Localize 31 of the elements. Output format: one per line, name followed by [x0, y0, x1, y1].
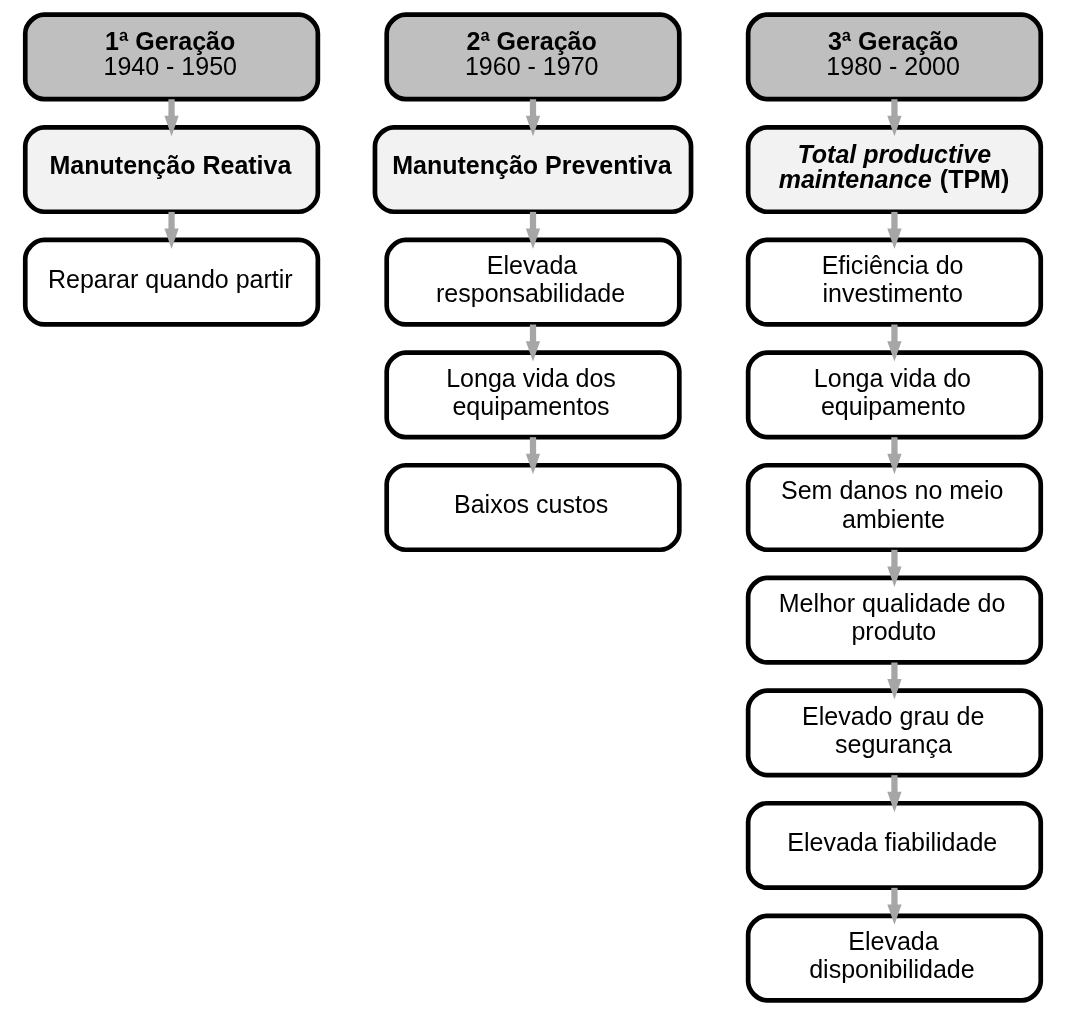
- node-box: Elevada disponibilidade: [745, 913, 1044, 1003]
- arrow: [164, 99, 179, 137]
- node-box: Longa vida do equipamento: [745, 350, 1044, 440]
- node-box: 2ª Geração 1960 - 1970: [384, 12, 682, 102]
- node-box: Reparar quando partir: [22, 237, 321, 327]
- node-box: Melhor qualidade do produto: [745, 575, 1044, 665]
- arrow: [525, 324, 541, 362]
- node-box: Longa vida dos equipamentos: [384, 350, 682, 440]
- node-box: 3ª Geração 1980 - 2000: [745, 12, 1044, 102]
- arrow: [887, 775, 902, 813]
- node-box: Manutenção Reativa: [22, 124, 321, 215]
- node-box: Total productive maintenance (TPM): [745, 124, 1044, 215]
- node-box: Eficiência do investimento: [745, 237, 1044, 327]
- arrow: [887, 99, 902, 137]
- node-box: Baixos custos: [384, 462, 682, 553]
- arrow: [887, 211, 902, 249]
- node-box: Sem danos no meio ambiente: [745, 462, 1044, 553]
- node-box: 1ª Geração 1940 - 1950: [22, 12, 321, 102]
- arrow: [887, 662, 902, 700]
- node-box: Elevada responsabilidade: [384, 237, 682, 327]
- arrow: [887, 549, 902, 587]
- node-box: Elevado grau de segurança: [745, 688, 1044, 778]
- arrow: [525, 99, 541, 137]
- arrow: [887, 324, 902, 362]
- arrow: [525, 211, 541, 249]
- node-box: Manutenção Preventiva: [372, 124, 694, 215]
- arrow: [887, 437, 902, 475]
- arrow: [525, 437, 541, 475]
- arrow: [164, 211, 179, 249]
- arrow: [887, 887, 902, 925]
- node-box: Elevada fiabilidade: [745, 800, 1044, 891]
